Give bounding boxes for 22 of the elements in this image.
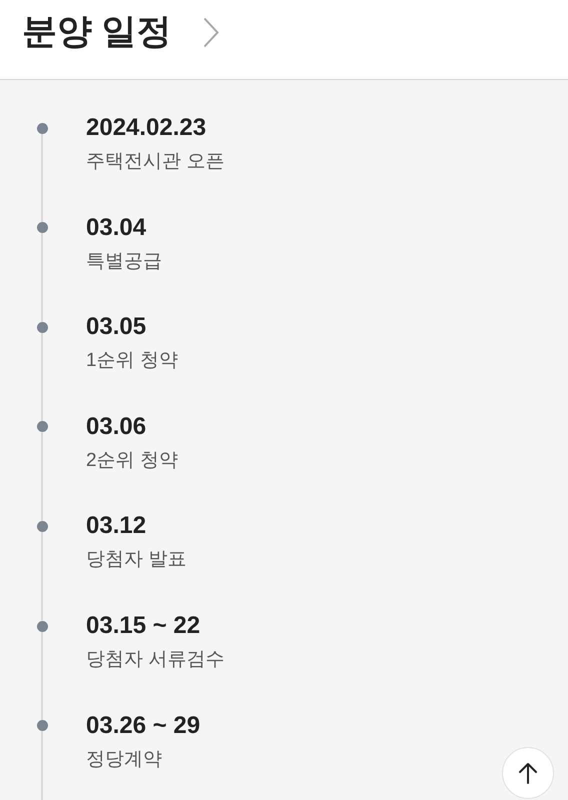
- timeline-dot: [36, 520, 48, 532]
- timeline-dot: [36, 322, 48, 333]
- date-text: 03.26 ~ 29: [86, 710, 200, 741]
- event-text: 주택전시관 오픈: [86, 150, 224, 174]
- date-text: 03.15 ~ 22: [86, 611, 200, 641]
- date-text: 03.04: [86, 212, 146, 243]
- date-text: 2024.02.23: [86, 113, 206, 143]
- timeline-dot: [36, 122, 48, 134]
- timeline-dot: [36, 620, 48, 632]
- event-text: 당첨자 서류검수: [86, 648, 224, 672]
- event-text: 특별공급: [86, 250, 162, 274]
- event-text: 정당계약: [86, 748, 162, 772]
- timeline-dot: [36, 720, 48, 732]
- date-text: 03.12: [86, 511, 146, 542]
- event-text: 당첨자 발표: [86, 548, 186, 572]
- date-text: 03.05: [86, 312, 146, 342]
- event-text: 1순위 청약: [86, 349, 178, 374]
- date-text: 03.06: [86, 412, 146, 442]
- page-title: 분양 일정: [22, 11, 172, 53]
- event-text: 2순위 청약: [86, 448, 178, 473]
- timeline-dot: [36, 222, 48, 234]
- timeline-dot: [36, 421, 48, 432]
